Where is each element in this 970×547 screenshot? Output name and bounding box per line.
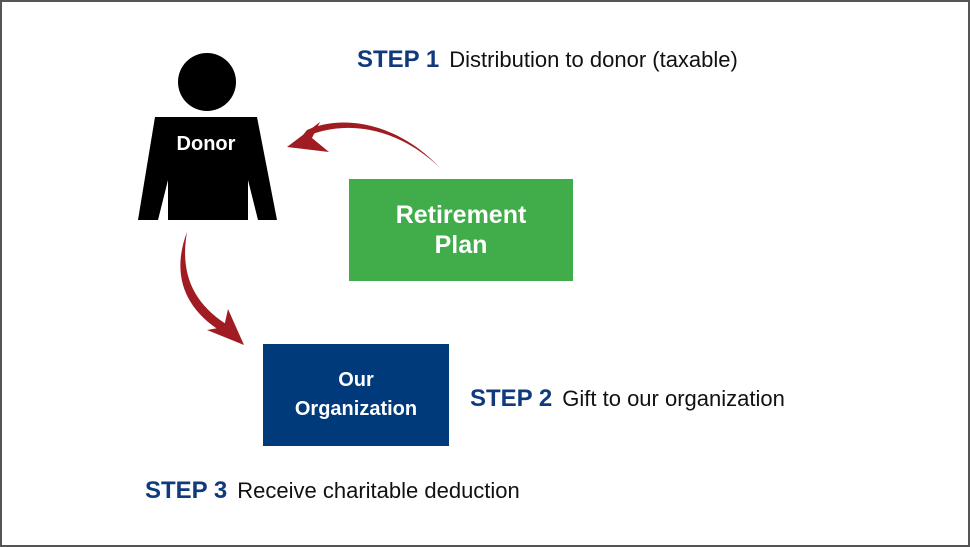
step-2: STEP 2 Gift to our organization: [470, 385, 785, 413]
retirement-plan-line1: Retirement: [395, 201, 527, 229]
step-3-text: Receive charitable deduction: [237, 478, 520, 503]
step-2-number: STEP 2: [470, 385, 553, 412]
retirement-plan-line2: Plan: [434, 231, 488, 259]
arrow-plan-to-donor: [287, 122, 439, 167]
step-3: STEP 3 Receive charitable deduction: [145, 477, 520, 505]
donor-figure-icon: [138, 53, 277, 220]
step-2-text: Gift to our organization: [562, 386, 785, 411]
step-1-number: STEP 1: [357, 46, 440, 73]
arrow-donor-to-organization: [180, 232, 244, 345]
organization-line2: Organization: [294, 398, 418, 420]
step-3-number: STEP 3: [145, 477, 228, 504]
donor-label: Donor: [176, 133, 236, 155]
organization-line1: Our: [338, 369, 374, 391]
step-1: STEP 1 Distribution to donor (taxable): [357, 46, 738, 74]
step-1-text: Distribution to donor (taxable): [449, 47, 738, 72]
